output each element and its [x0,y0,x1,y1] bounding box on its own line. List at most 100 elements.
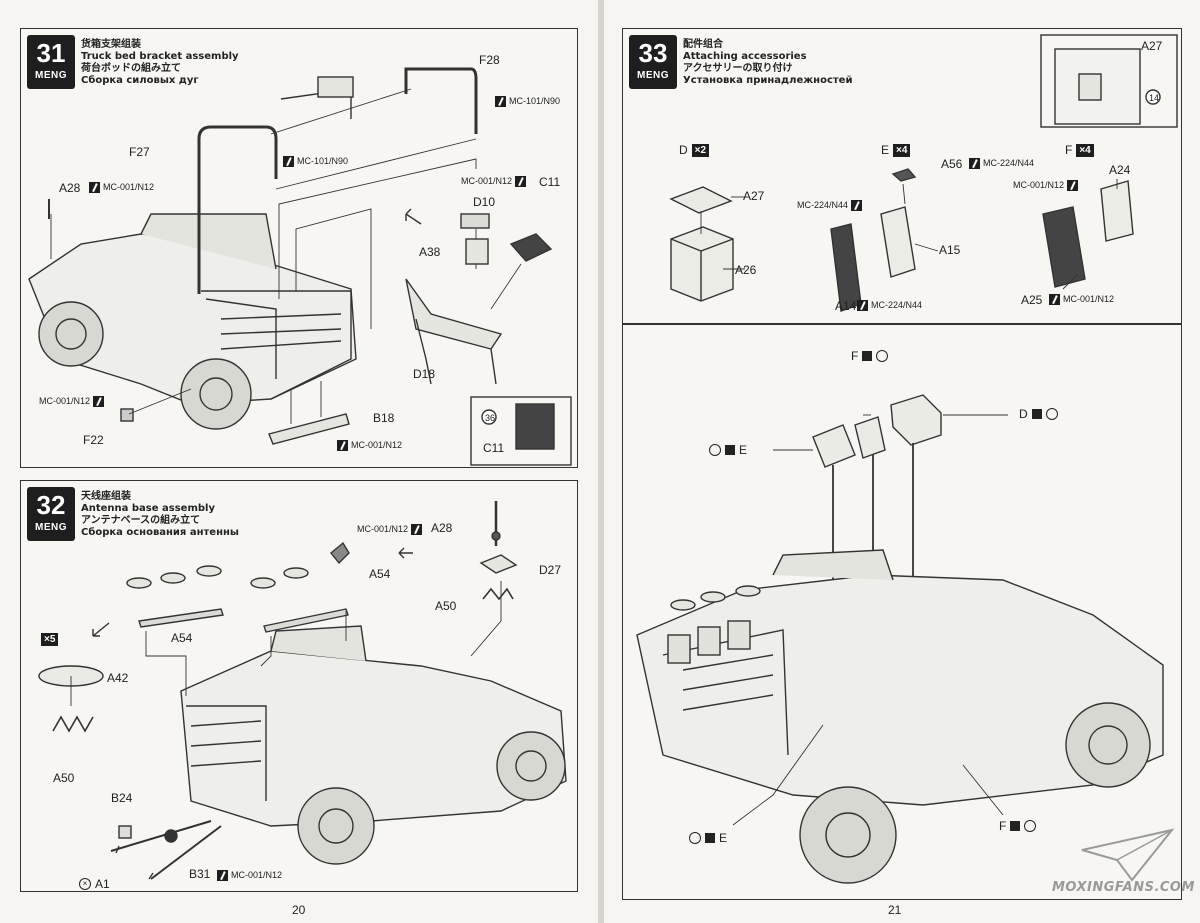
title-en: Antenna base assembly [81,503,215,514]
title-jp: 荷台ボッドの組み立て [81,63,181,74]
step-33-title: 配件组合 Attaching accessories アクセサリーの取り付け У… [683,39,852,87]
paint-callout: MC-001/N12 [1013,179,1079,191]
paint-callout: MC-001/N12 [89,181,154,193]
paint-callout: MC-001/N12 [1049,293,1114,305]
paint-callout: MC-101/N90 [495,95,560,107]
label-d-top: D [1019,407,1058,421]
label-a42: A42 [107,671,129,685]
glue-icon [705,833,715,843]
paint-callout: MC-101/N90 [283,155,348,167]
group-f-header: F×4 [1065,143,1094,157]
no-glue-icon [876,350,889,362]
paint-brush-icon [1067,179,1079,191]
paint-brush-icon [283,155,294,167]
paint-callout: MC-224/N44 [969,157,1034,169]
title-en: Truck bed bracket assembly [81,51,239,62]
title-ru: Сборка основания антенны [81,527,239,538]
label-b24: B24 [111,791,133,805]
label-a14: A14 [835,299,857,313]
label-f22: F22 [83,433,104,447]
title-cn: 货箱支架组装 [81,39,141,50]
label-f-top: F [851,349,889,363]
right-page: 33 MENG 配件组合 Attaching accessories アクセサリ… [604,0,1200,923]
label-f28: F28 [479,53,500,67]
title-jp: アンテナベースの組み立て [81,515,201,526]
paint-brush-icon [411,523,423,535]
paint-callout: MC-224/N44 [857,299,922,311]
step-31-title: 货箱支架组装 Truck bed bracket assembly 荷台ボッドの… [81,39,239,87]
group-d-header: D×2 [679,143,710,157]
label-a24: A24 [1109,163,1131,177]
no-glue-icon [689,832,701,844]
label-e-left: E [709,443,747,457]
brand-logo: MENG [637,70,669,81]
brand-logo: MENG [35,522,67,533]
label-f-bottom: F [999,819,1037,833]
paint-brush-icon [89,181,100,193]
label-a56: A56 [941,157,963,171]
paint-brush-icon [851,199,863,211]
title-jp: アクセサリーの取り付け [683,63,793,74]
step-32-panel: 32 MENG 天线座组装 Antenna base assembly アンテナ… [20,480,578,892]
label-d10: D10 [473,195,496,209]
step-number: 31 [36,38,66,68]
step-number: 32 [36,490,66,520]
label-a54-top: A54 [369,567,391,581]
paint-brush-icon [495,95,506,107]
watermark-plane-icon [1081,828,1175,882]
watermark-text: MOXINGFANS.COM [1052,880,1195,895]
step-32-illustration [38,501,567,880]
label-d27: D27 [539,563,562,577]
step-32-number: 32 MENG [27,487,75,541]
quantity-badge: ×5 [41,633,59,646]
paint-brush-icon [515,175,527,187]
label-e-bottom: E [689,831,727,845]
label-a26: A26 [735,263,757,277]
page-number: 21 [888,903,902,917]
step-33-number: 33 MENG [629,35,677,89]
paint-brush-icon [857,299,868,311]
book-gutter [598,0,604,923]
title-cn: 配件组合 [683,39,723,50]
title-cn: 天线座组装 [81,491,131,502]
label-a15: A15 [939,243,961,257]
label-a28: A28 [59,181,81,195]
label-a1: ×A1 [79,877,110,891]
paint-callout: MC-001/N12 [217,869,282,881]
label-a25: A25 [1021,293,1043,307]
paint-callout: MC-001/N12 [357,523,423,535]
label-a28: A28 [431,521,453,535]
no-glue-icon [1024,820,1037,832]
title-en: Attaching accessories [683,51,807,62]
left-page: 31 MENG 货箱支架组装 Truck bed bracket assembl… [0,0,598,923]
label-a50-left: A50 [53,771,75,785]
group-e-header: E×4 [881,143,911,157]
label-a38: A38 [419,245,441,259]
step-33-assembly-panel: F D E E F [622,324,1182,900]
paint-brush-icon [969,157,980,169]
brand-logo: MENG [35,70,67,81]
label-b31: B31 [189,867,211,881]
page-number: 20 [292,903,306,917]
paint-callout: MC-001/N12 [39,395,105,407]
paint-brush-icon [93,395,105,407]
label-a54-left: A54 [171,631,193,645]
step-33-assembly-illustration [636,394,1164,884]
label-a50-right: A50 [435,599,457,613]
no-glue-icon [709,444,721,456]
no-glue-icon: × [79,878,91,890]
no-glue-icon [1045,408,1058,420]
step-31-number: 31 MENG [27,35,75,89]
inset-label-a27: A27 [1141,39,1163,53]
paint-brush-icon [1049,293,1060,305]
glue-icon [1031,409,1042,419]
label-c11-inset: C11 [483,441,505,455]
title-ru: Сборка силовых дуг [81,75,199,86]
step-32-title: 天线座组装 Antenna base assembly アンテナベースの組み立て… [81,491,239,539]
step-31-panel: 31 MENG 货箱支架组装 Truck bed bracket assembl… [20,28,578,468]
step-number: 33 [638,38,668,68]
glue-icon [1010,821,1021,831]
paint-brush-icon [217,869,228,881]
glue-icon [862,351,873,361]
label-a27: A27 [743,189,765,203]
